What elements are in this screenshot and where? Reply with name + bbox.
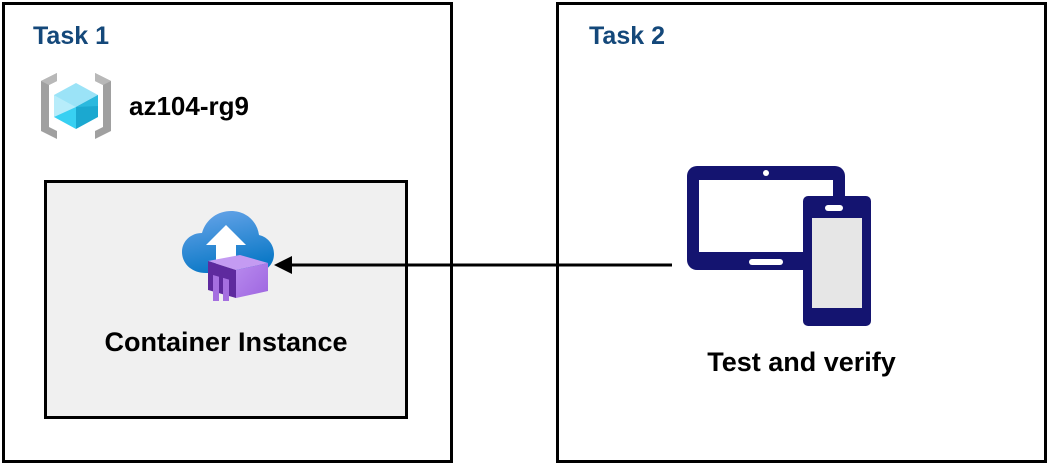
container-instance-label: Container Instance [104,327,348,357]
task-1-title: Task 1 [33,22,109,50]
resource-group-label: az104-rg9 [129,90,249,121]
azure-container-instance-icon [178,183,274,301]
task-2-title: Task 2 [589,22,665,50]
devices-label: Test and verify [707,347,896,377]
container-instance-box: Container Instance [44,180,408,419]
resource-group-row: az104-rg9 [35,65,249,147]
task-1-panel: Task 1 [2,2,453,463]
azure-resource-group-icon [35,65,117,147]
